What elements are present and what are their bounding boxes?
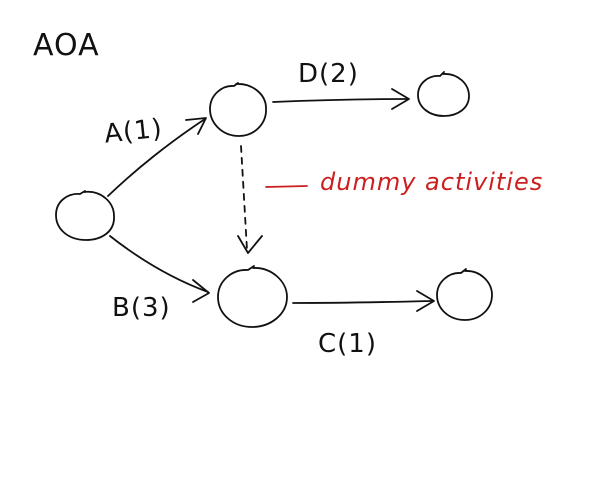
dummy-annotation-dash bbox=[265, 185, 308, 188]
label-activity-c: C(1) bbox=[318, 329, 377, 359]
arrow-activity-b bbox=[109, 235, 209, 293]
arrowhead-dummy-activity bbox=[237, 235, 263, 254]
label-activity-d: D(2) bbox=[298, 59, 359, 89]
node-after-a bbox=[209, 82, 267, 137]
arrowhead-activity-a bbox=[185, 117, 207, 135]
arrow-activity-c bbox=[292, 300, 434, 304]
diagram-title: AOA bbox=[33, 28, 100, 63]
arrowhead-activity-c bbox=[416, 290, 435, 312]
node-start bbox=[55, 190, 115, 241]
label-activity-a: A(1) bbox=[103, 114, 164, 150]
node-after-d bbox=[417, 71, 470, 117]
node-after-b bbox=[217, 265, 288, 328]
node-end bbox=[436, 268, 493, 321]
dummy-activities-annotation: dummy activities bbox=[320, 168, 543, 196]
label-activity-b: B(3) bbox=[112, 293, 171, 323]
arrow-activity-a bbox=[107, 118, 206, 197]
arrowhead-activity-b bbox=[192, 279, 210, 303]
arrow-dummy-activity bbox=[240, 145, 248, 251]
arrowhead-activity-d bbox=[391, 88, 410, 110]
arrow-activity-d bbox=[272, 98, 409, 103]
